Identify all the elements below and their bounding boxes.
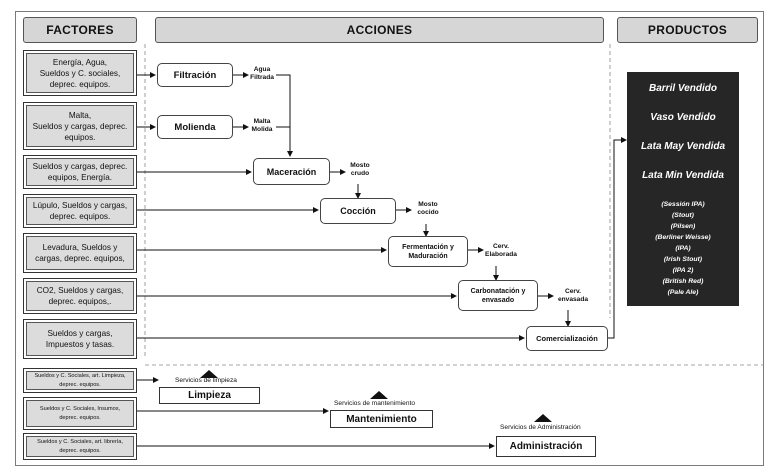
- diagram-frame: [15, 11, 764, 466]
- product-lata-min: Lata Min Vendida: [642, 170, 724, 181]
- variety-item: (Pilsen): [670, 223, 696, 230]
- variety-item: (Pale Ale): [667, 289, 699, 296]
- factor-maceracion: Sueldos y cargas, deprec. equipos, Energ…: [23, 155, 137, 189]
- support-factor-limpieza: Sueldos y C. Sociales, art. Limpieza, de…: [23, 368, 137, 393]
- action-comercializacion: Comercialización: [526, 326, 608, 351]
- support-factor-mantenimiento: Sueldos y C. Sociales, Insumos, deprec. …: [23, 397, 137, 430]
- header-acciones: ACCIONES: [155, 17, 604, 43]
- action-filtracion: Filtración: [157, 63, 233, 87]
- variety-item: (Stout): [672, 212, 694, 219]
- label-cerv-envasada: Cerv. envasada: [557, 288, 589, 303]
- label-malta-molida: Malta Molida: [251, 118, 273, 133]
- variety-item: (Irish Stout): [663, 256, 703, 263]
- action-molienda: Molienda: [157, 115, 233, 139]
- label-mosto-crudo: Mosto crudo: [350, 162, 370, 177]
- factor-coccion: Lúpulo, Sueldos y cargas, deprec. equipo…: [23, 194, 137, 228]
- variety-item: (British Red): [662, 278, 704, 285]
- factor-fermentacion: Levadura, Sueldos y cargas, deprec. equi…: [23, 233, 137, 273]
- variety-item: (Sessión IPA): [661, 201, 705, 208]
- triangle-administracion: [534, 414, 552, 422]
- service-administracion: Servicios de Administración: [500, 424, 581, 431]
- variety-item: (IPA): [675, 245, 691, 252]
- triangle-limpieza: [200, 370, 218, 378]
- support-area-mantenimiento: Mantenimiento: [330, 410, 433, 428]
- factor-comercializacion: Sueldos y cargas, Impuestos y tasas.: [23, 319, 137, 359]
- label-cerv-elaborada: Cerv. Elaborada: [485, 243, 517, 258]
- factor-molienda: Malta, Sueldos y cargas, deprec. equipos…: [23, 102, 137, 150]
- variety-item: (Berliner Weisse): [655, 234, 711, 241]
- action-carbonatacion: Carbonatación y envasado: [458, 280, 538, 311]
- support-factor-administracion: Sueldos y C. Sociales, art. librería, de…: [23, 433, 137, 460]
- service-limpieza: Servicios de limpieza: [175, 377, 237, 384]
- action-coccion: Cocción: [320, 198, 396, 224]
- products-panel: Barril Vendido Vaso Vendido Lata May Ven…: [627, 72, 739, 306]
- support-area-limpieza: Limpieza: [159, 387, 260, 404]
- label-mosto-cocido: Mosto cocido: [417, 201, 439, 216]
- label-agua-filtrada: Agua Filtrada: [250, 66, 274, 81]
- header-productos: PRODUCTOS: [617, 17, 758, 43]
- action-fermentacion: Fermentación y Maduración: [388, 236, 468, 267]
- arrow-comercializacion-to-products: [608, 137, 627, 339]
- product-lata-may: Lata May Vendida: [640, 141, 726, 152]
- triangle-mantenimiento: [370, 391, 388, 399]
- arrow-agua-to-maceracion: [276, 74, 293, 157]
- service-mantenimiento: Servicios de mantenimiento: [334, 400, 415, 407]
- support-area-administracion: Administración: [496, 436, 596, 457]
- product-vaso: Vaso Vendido: [650, 112, 716, 123]
- action-maceracion: Maceración: [253, 158, 330, 185]
- header-factores: FACTORES: [23, 17, 137, 43]
- variety-item: (IPA 2): [672, 267, 694, 274]
- factor-carbonatacion: CO2, Sueldos y cargas, deprec. equipos,.: [23, 278, 137, 314]
- factor-filtracion: Energía, Agua, Sueldos y C. sociales, de…: [23, 50, 137, 96]
- product-barril: Barril Vendido: [649, 83, 717, 94]
